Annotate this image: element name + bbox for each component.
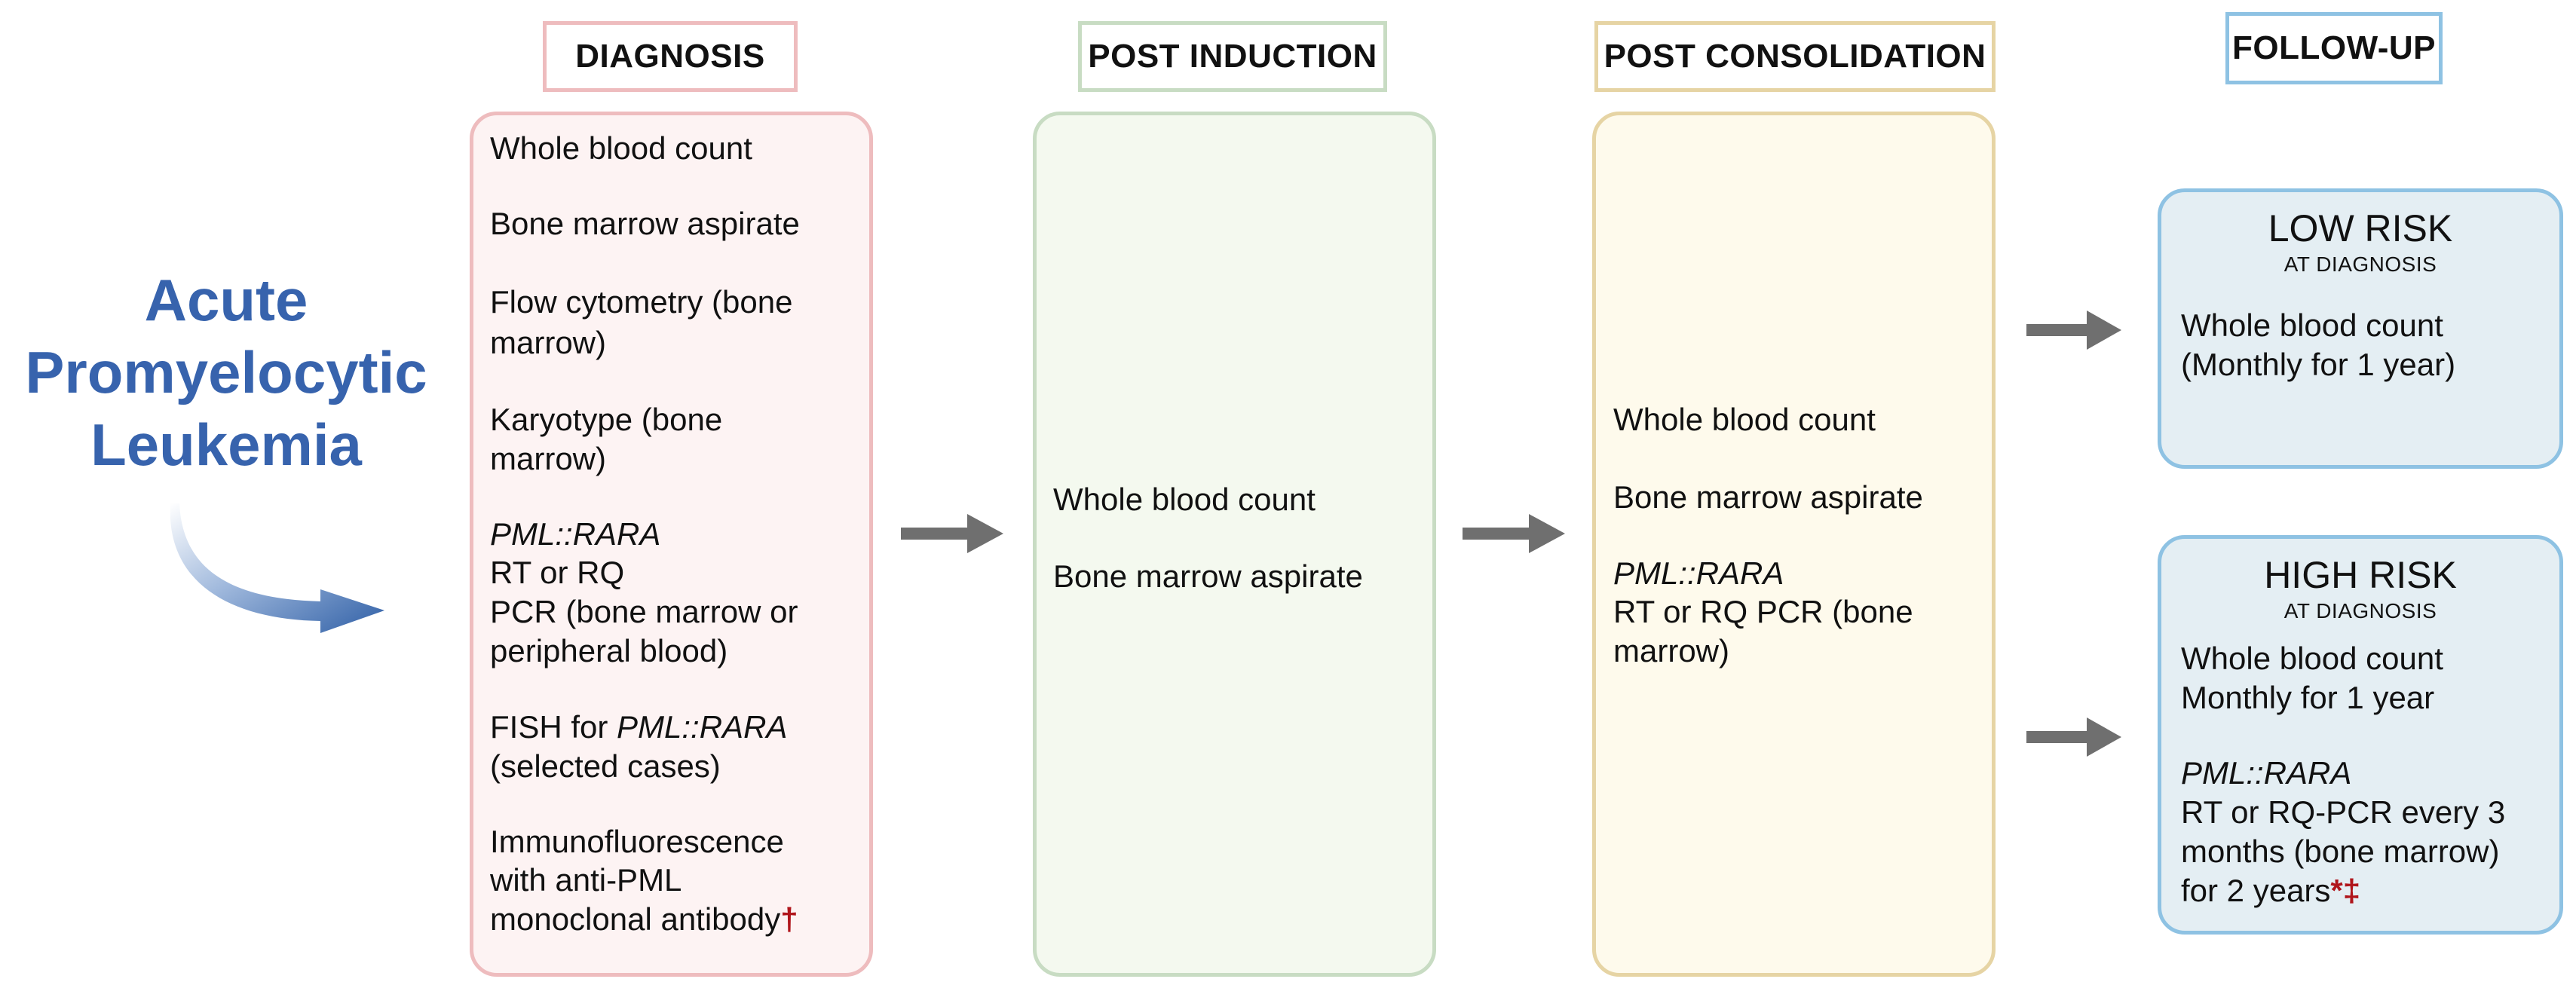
- diag-karyotype-2: marrow): [490, 441, 606, 476]
- consol-bone-marrow-aspirate: Bone marrow aspirate: [1613, 479, 1923, 515]
- diag-immuno-3: monoclonal antibody†: [490, 899, 798, 940]
- high-risk-duration-text: for 2 years: [2181, 873, 2331, 908]
- low-risk-monthly: (Monthly for 1 year): [2181, 347, 2456, 382]
- diag-fish-pml-rara: PML::RARA: [617, 709, 788, 745]
- diag-fish: FISH for PML::RARA: [490, 707, 787, 748]
- title-line-1: Acute: [144, 267, 308, 333]
- consol-whole-blood-count: Whole blood count: [1613, 402, 1876, 437]
- header-post-induction: POST INDUCTION: [1078, 21, 1387, 92]
- diag-pcr-2: peripheral blood): [490, 633, 728, 668]
- post-induction-list: Whole blood count Bone marrow aspirate: [1053, 0, 1430, 982]
- high-risk-monthly: Monthly for 1 year: [2181, 680, 2435, 715]
- curved-arrow-icon: [170, 503, 385, 633]
- consol-rt-rq-2: marrow): [1613, 633, 1729, 668]
- induction-whole-blood-count: Whole blood count: [1053, 482, 1316, 517]
- low-risk-title: LOW RISK: [2268, 207, 2453, 249]
- diag-flow-cytometry-1: Flow cytometry (bone: [490, 284, 793, 320]
- diag-immuno-3-text: monoclonal antibody: [490, 901, 781, 937]
- high-risk-title: HIGH RISK: [2264, 554, 2457, 596]
- header-diagnosis: DIAGNOSIS: [543, 21, 798, 92]
- diag-fish-prefix: FISH for: [490, 709, 617, 745]
- high-risk-duration: for 2 years*‡: [2181, 870, 2558, 911]
- dagger-mark: †: [780, 901, 798, 937]
- consol-pml-rara: PML::RARA: [1613, 555, 1784, 591]
- diagnosis-panel: [470, 112, 873, 977]
- diag-whole-blood-count: Whole blood count: [490, 130, 752, 166]
- diag-fish-2: (selected cases): [490, 748, 721, 784]
- high-risk-pml-rara: PML::RARA: [2181, 755, 2352, 791]
- high-risk-panel: HIGH RISK AT DIAGNOSIS Whole blood count…: [2158, 535, 2563, 935]
- arrow-right-icon: [1463, 514, 1565, 553]
- low-risk-subtitle: AT DIAGNOSIS: [2283, 252, 2437, 276]
- low-risk-wbc: Whole blood count: [2181, 307, 2443, 343]
- diagram-title: Acute Promyelocytic Leukemia: [0, 264, 452, 481]
- arrow-right-icon: [2026, 717, 2121, 757]
- title-line-2: Promyelocytic: [25, 339, 427, 405]
- diagnosis-list: Whole blood count Bone marrow aspirate F…: [490, 0, 867, 982]
- diag-flow-cytometry-2: marrow): [490, 325, 606, 360]
- diag-pml-rara: PML::RARA: [490, 516, 661, 552]
- induction-bone-marrow-aspirate: Bone marrow aspirate: [1053, 558, 1363, 594]
- diag-rt-rq: RT or RQ: [490, 555, 625, 590]
- footnote-marks: *‡: [2330, 873, 2361, 908]
- high-risk-wbc: Whole blood count: [2181, 641, 2443, 676]
- consol-rt-rq-1: RT or RQ PCR (bone: [1613, 594, 1913, 629]
- diag-immuno-1: Immunofluorescence: [490, 824, 784, 859]
- diag-karyotype-1: Karyotype (bone: [490, 402, 723, 437]
- post-consolidation-list: Whole blood count Bone marrow aspirate P…: [1613, 0, 1990, 982]
- header-post-consolidation: POST CONSOLIDATION: [1594, 21, 1996, 92]
- post-consolidation-panel: [1592, 112, 1996, 977]
- arrow-right-icon: [2026, 311, 2121, 350]
- arrow-right-icon: [901, 514, 1003, 553]
- high-risk-rt-rq: RT or RQ-PCR every 3: [2181, 794, 2506, 830]
- high-risk-subtitle: AT DIAGNOSIS: [2283, 599, 2437, 623]
- header-follow-up: FOLLOW-UP: [2225, 12, 2443, 84]
- high-risk-months: months (bone marrow): [2181, 834, 2500, 869]
- diag-pcr-1: PCR (bone marrow or: [490, 594, 798, 629]
- diag-bone-marrow-aspirate: Bone marrow aspirate: [490, 206, 800, 241]
- diag-immuno-2: with anti-PML: [490, 862, 682, 898]
- low-risk-panel: LOW RISK AT DIAGNOSIS Whole blood count …: [2158, 188, 2563, 469]
- post-induction-panel: [1033, 112, 1436, 977]
- title-line-3: Leukemia: [90, 411, 362, 478]
